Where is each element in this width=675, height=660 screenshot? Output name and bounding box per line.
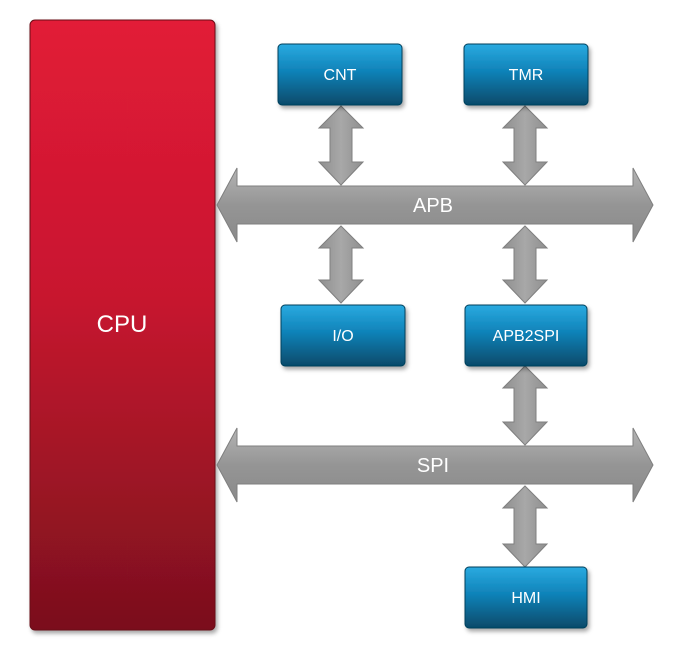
cnt-block: CNT <box>277 43 403 106</box>
connector-apb-apb2spi <box>501 225 549 304</box>
cpu-label: CPU <box>97 311 148 338</box>
cpu-block: CPU <box>29 19 216 631</box>
io-label: I/O <box>332 328 353 345</box>
connector-apb2spi-spi <box>501 365 549 446</box>
tmr-block: TMR <box>463 43 589 106</box>
spi-bus: SPI <box>216 427 654 503</box>
apb2spi-label: APB2SPI <box>493 328 560 345</box>
connector-apb-io <box>317 225 365 304</box>
tmr-label: TMR <box>509 67 544 84</box>
apb-bus-label: APB <box>413 195 453 217</box>
connector-cnt-apb <box>317 105 365 186</box>
hmi-block: HMI <box>464 566 588 629</box>
spi-bus-label: SPI <box>417 455 449 477</box>
hmi-label: HMI <box>511 590 540 607</box>
cnt-label: CNT <box>324 67 357 84</box>
connector-tmr-apb <box>501 105 549 186</box>
apb-bus: APB <box>216 167 654 243</box>
apb2spi-block: APB2SPI <box>464 304 588 367</box>
connector-spi-hmi <box>501 485 549 568</box>
io-block: I/O <box>280 304 406 367</box>
